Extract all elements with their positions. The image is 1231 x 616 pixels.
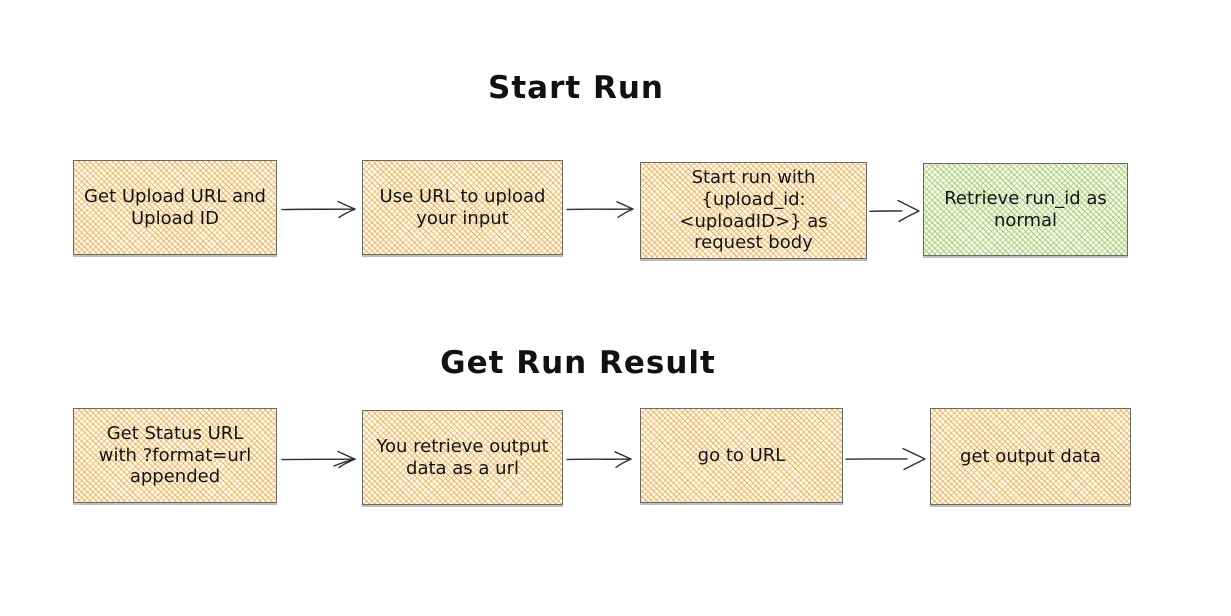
flow-node-get-output-data: get output data — [930, 408, 1131, 505]
flow-node-get-status-url: Get Status URL with ?format=url appended — [73, 408, 277, 503]
flow-node-get-upload-url: Get Upload URL and Upload ID — [73, 160, 277, 255]
flow-node-label: get output data — [960, 445, 1101, 467]
flow-node-label: Get Status URL with ?format=url appended — [98, 422, 252, 488]
flow-node-use-url-upload: Use URL to upload your input — [362, 160, 563, 255]
flow-node-start-run-request: Start run with {upload_id: <uploadID>} a… — [640, 162, 867, 259]
flow-node-label: Start run with {upload_id: <uploadID>} a… — [679, 166, 828, 254]
arrow-right-icon — [281, 195, 359, 223]
arrow-right-icon — [566, 195, 637, 223]
arrow-right-icon — [845, 444, 929, 474]
flow-node-label: go to URL — [697, 444, 786, 466]
arrow-right-icon — [566, 445, 635, 473]
section-title-get-run-result: Get Run Result — [440, 345, 716, 381]
flow-node-label: Retrieve run_id as normal — [944, 187, 1107, 231]
flow-node-label: Use URL to upload your input — [379, 185, 546, 229]
flow-node-retrieve-output-url: You retrieve output data as a url — [362, 410, 563, 505]
arrow-right-icon — [281, 445, 359, 473]
section-title-start-run: Start Run — [488, 70, 664, 106]
flow-node-retrieve-run-id: Retrieve run_id as normal — [923, 163, 1128, 256]
flow-node-label: Get Upload URL and Upload ID — [84, 185, 266, 229]
flow-node-go-to-url: go to URL — [640, 408, 843, 503]
arrow-right-icon — [869, 196, 923, 226]
flow-node-label: You retrieve output data as a url — [376, 435, 549, 479]
